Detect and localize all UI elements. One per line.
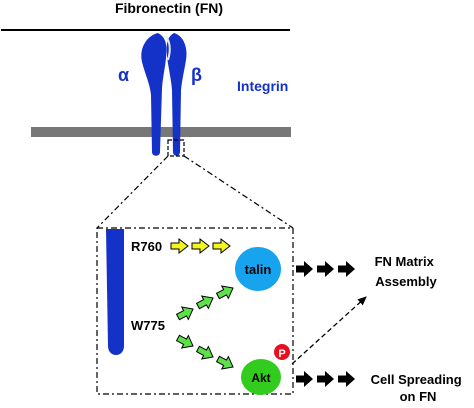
integrin-headpiece-cleft <box>165 35 171 61</box>
matrix-assembly-label: FN Matrix Assembly <box>375 254 438 289</box>
integrin-label: Integrin <box>237 78 288 94</box>
alpha-label: α <box>118 65 129 85</box>
cell-spreading-line-2: on FN <box>400 389 437 403</box>
integrin-alpha-subunit <box>141 33 167 156</box>
yellow-arrows <box>170 238 231 254</box>
beta-label: β <box>191 65 202 85</box>
matrix-assembly-line-2: Assembly <box>375 274 437 289</box>
akt-node <box>241 359 281 395</box>
matrix-assembly-line-1: FN Matrix <box>375 254 435 269</box>
cell-spreading-line-1: Cell Spreading <box>371 372 462 387</box>
r760-label: R760 <box>131 239 162 254</box>
zoom-source-box <box>167 139 185 157</box>
akt-to-matrix-dashed-arrow <box>291 296 367 365</box>
phospho-label: P <box>278 348 285 360</box>
integrin-beta-subunit <box>166 33 187 156</box>
w775-label: W775 <box>131 318 165 333</box>
akt-label: Akt <box>251 371 270 385</box>
detail-box <box>96 227 294 395</box>
phospho-badge <box>274 344 290 360</box>
cell-spreading-label: Cell Spreading on FN <box>371 372 466 403</box>
zoom-line-right <box>183 155 294 229</box>
green-arrows-to-talin <box>174 281 237 324</box>
cell-membrane <box>31 127 291 137</box>
title-fibronectin: Fibronectin (FN) <box>115 0 223 16</box>
beta-tail-detail <box>106 229 124 355</box>
zoom-line-left <box>96 155 169 229</box>
green-arrows-to-akt <box>174 331 237 374</box>
talin-node <box>235 247 281 291</box>
black-arrows-spreading <box>296 371 355 387</box>
talin-label: talin <box>245 262 272 277</box>
black-arrows-matrix <box>296 261 355 277</box>
